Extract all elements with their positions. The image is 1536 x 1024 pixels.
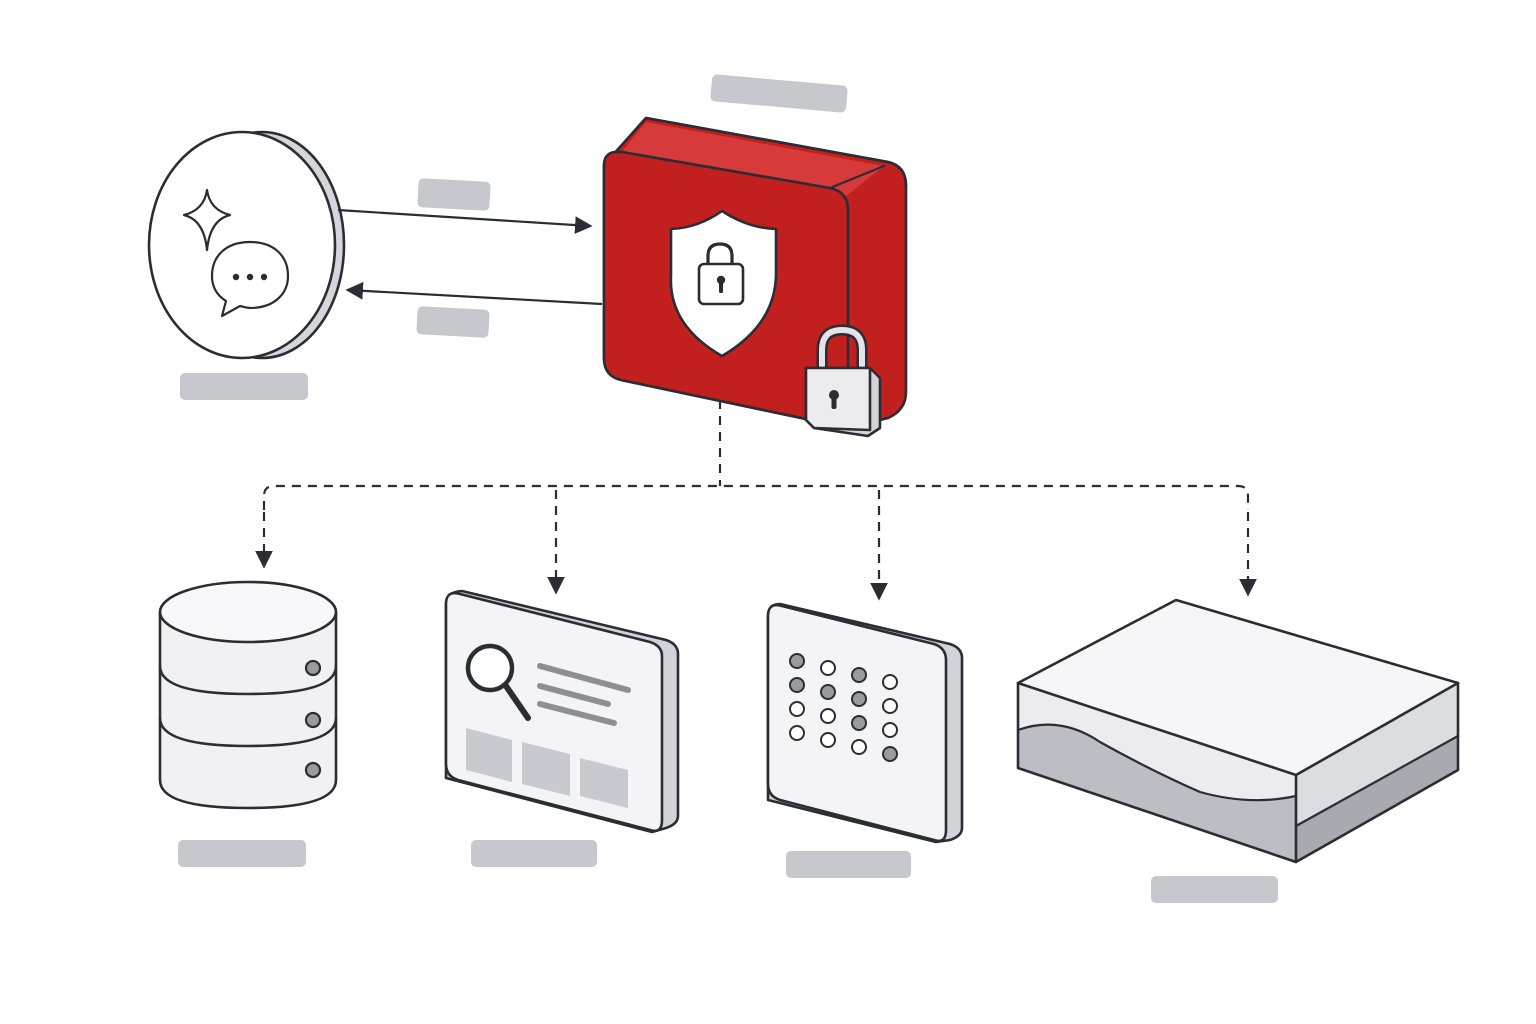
distribution-connectors: [255, 400, 1257, 601]
dot-grid-label: [786, 851, 911, 878]
chat-assistant-node[interactable]: [147, 130, 346, 360]
grid-dot: [851, 715, 867, 731]
grid-dot: [820, 708, 836, 724]
grid-dot: [789, 653, 805, 669]
grid-dot: [882, 698, 898, 714]
dot-grid-cells: [789, 653, 898, 762]
security-gateway-node[interactable]: [602, 116, 908, 430]
dot-grid-icon[interactable]: [766, 602, 964, 844]
chat-bubble-icon: [210, 240, 290, 318]
grid-dot: [820, 684, 836, 700]
padlock-icon: [804, 324, 882, 438]
search-panel-label: [471, 840, 597, 867]
grid-dot: [882, 722, 898, 738]
request-arrow: [337, 208, 593, 234]
chat-assistant-label: [180, 373, 308, 400]
grid-dot: [789, 725, 805, 741]
database-label: [178, 840, 306, 867]
storage-slab-label: [1151, 876, 1278, 903]
grid-dot: [851, 739, 867, 755]
grid-dot: [851, 667, 867, 683]
grid-dot: [820, 660, 836, 676]
shield-lock-icon: [669, 209, 778, 358]
response-arrow-label: [416, 306, 490, 338]
grid-dot: [789, 701, 805, 717]
request-arrow-label: [417, 178, 491, 211]
security-gateway-label: [710, 74, 848, 113]
response-arrow: [345, 282, 603, 306]
sparkle-icon: [182, 188, 232, 252]
grid-dot: [789, 677, 805, 693]
grid-dot: [820, 732, 836, 748]
grid-dot: [882, 674, 898, 690]
database-icon[interactable]: [158, 580, 338, 810]
storage-slab-icon[interactable]: [1016, 598, 1460, 864]
search-panel-icon[interactable]: [444, 589, 680, 834]
grid-dot: [851, 691, 867, 707]
grid-dot: [882, 746, 898, 762]
